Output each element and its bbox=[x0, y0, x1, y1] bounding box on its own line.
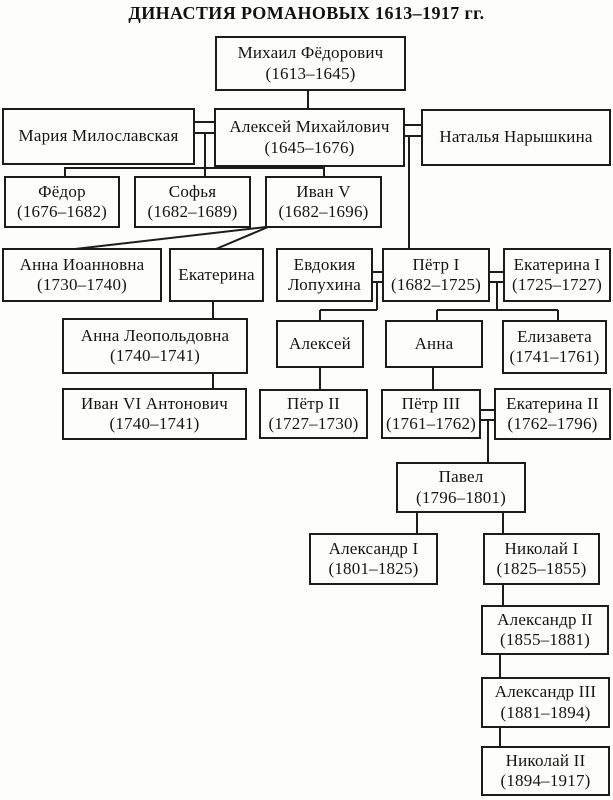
person-name: Анна bbox=[414, 333, 454, 353]
person-name: Мария Милославская bbox=[18, 126, 179, 146]
person-name: Екатерина bbox=[178, 264, 255, 284]
node-ekaterina-ivanovna: Екатерина bbox=[169, 248, 264, 302]
node-mikhail-fedorovich: Михаил Фёдорович (1613–1645) bbox=[215, 36, 406, 91]
person-name: Фёдор bbox=[38, 181, 86, 201]
person-dates: (1801–1825) bbox=[328, 559, 419, 578]
person-name: Алексей Михайлович bbox=[229, 117, 390, 137]
node-ekaterina-i: Екатерина I (1725–1727) bbox=[503, 248, 611, 302]
person-dates: (1727–1730) bbox=[268, 414, 359, 433]
node-elizaveta: Елизавета (1741–1761) bbox=[502, 320, 607, 374]
person-name: Иван V bbox=[296, 181, 351, 201]
person-name: Николай II bbox=[505, 750, 586, 770]
person-name: Александр I bbox=[328, 538, 419, 558]
person-dates: (1761–1762) bbox=[385, 414, 477, 433]
person-dates: (1613–1645) bbox=[265, 63, 356, 83]
node-nikolay-i: Николай I (1825–1855) bbox=[483, 533, 600, 585]
node-maria-miloslavskaya: Мария Милославская bbox=[2, 108, 195, 165]
person-name: Елизавета bbox=[517, 326, 592, 346]
person-name: Пётр I bbox=[412, 254, 460, 274]
person-name: Пётр II bbox=[287, 393, 340, 413]
person-dates: (1645–1676) bbox=[264, 137, 355, 157]
node-ivan-v: Иван V (1682–1696) bbox=[265, 176, 382, 228]
person-dates: (1682–1696) bbox=[278, 202, 369, 221]
person-dates: (1682–1689) bbox=[147, 202, 238, 221]
person-dates: (1682–1725) bbox=[390, 275, 482, 294]
diagram-title: ДИНАСТИЯ РОМАНОВЫХ 1613–1917 гг. bbox=[128, 3, 485, 23]
person-name: Пётр III bbox=[401, 393, 461, 413]
person-dates: (1881–1894) bbox=[500, 702, 591, 722]
person-name: Александр II bbox=[497, 609, 593, 629]
person-name: Алексей bbox=[289, 333, 351, 353]
node-pavel: Павел (1796–1801) bbox=[396, 462, 526, 513]
node-nikolay-ii: Николай II (1894–1917) bbox=[481, 746, 610, 796]
person-name: Анна Леопольдовна bbox=[80, 325, 230, 345]
person-name: Александр III bbox=[494, 682, 597, 702]
person-name: Михаил Фёдорович bbox=[237, 43, 384, 63]
person-name: Екатерина I bbox=[513, 254, 601, 274]
person-name: Павел bbox=[438, 467, 484, 487]
node-petr-i: Пётр I (1682–1725) bbox=[382, 248, 490, 302]
person-name: Екатерина II bbox=[506, 393, 599, 413]
person-name: Евдокия Лопухина bbox=[287, 254, 362, 294]
node-aleksandr-ii: Александр II (1855–1881) bbox=[481, 605, 609, 655]
node-evdokia-lopukhina: Евдокия Лопухина bbox=[276, 248, 373, 302]
person-dates: (1725–1727) bbox=[511, 275, 603, 294]
person-dates: (1855–1881) bbox=[499, 630, 591, 649]
person-dates: (1762–1796) bbox=[507, 414, 598, 433]
person-name: Иван VI Антонович bbox=[81, 393, 228, 413]
node-anna-ioannovna: Анна Иоанновна (1730–1740) bbox=[2, 248, 162, 302]
node-fedor: Фёдор (1676–1682) bbox=[4, 176, 120, 228]
person-dates: (1740–1741) bbox=[109, 414, 200, 433]
person-name: Наталья Нарышкина bbox=[439, 127, 593, 147]
person-name: Николай I bbox=[504, 538, 579, 558]
node-petr-ii: Пётр II (1727–1730) bbox=[259, 389, 368, 439]
node-natalya-naryshkina: Наталья Нарышкина bbox=[421, 109, 611, 166]
node-sofya: Софья (1682–1689) bbox=[134, 176, 251, 228]
person-name: Софья bbox=[168, 181, 217, 201]
person-dates: (1796–1801) bbox=[415, 487, 507, 507]
node-aleksandr-i: Александр I (1801–1825) bbox=[309, 533, 438, 585]
node-anna-leopoldovna: Анна Леопольдовна (1740–1741) bbox=[62, 318, 248, 374]
node-aleksey-mikhailovich: Алексей Михайлович (1645–1676) bbox=[214, 108, 405, 167]
person-dates: (1894–1917) bbox=[500, 771, 591, 790]
person-name: Анна Иоанновна bbox=[19, 254, 145, 274]
person-dates: (1740–1741) bbox=[109, 346, 201, 365]
person-dates: (1730–1740) bbox=[36, 275, 128, 294]
node-ivan-vi: Иван VI Антонович (1740–1741) bbox=[62, 388, 247, 440]
person-dates: (1825–1855) bbox=[496, 559, 587, 578]
node-ekaterina-ii: Екатерина II (1762–1796) bbox=[494, 388, 611, 440]
node-anna-petrovna: Анна bbox=[385, 320, 483, 368]
node-aleksandr-iii: Александр III (1881–1894) bbox=[481, 677, 610, 728]
person-dates: (1741–1761) bbox=[509, 347, 600, 366]
person-dates: (1676–1682) bbox=[16, 202, 108, 221]
node-petr-iii: Пётр III (1761–1762) bbox=[381, 389, 481, 439]
node-aleksey-petrovich: Алексей bbox=[276, 320, 364, 368]
